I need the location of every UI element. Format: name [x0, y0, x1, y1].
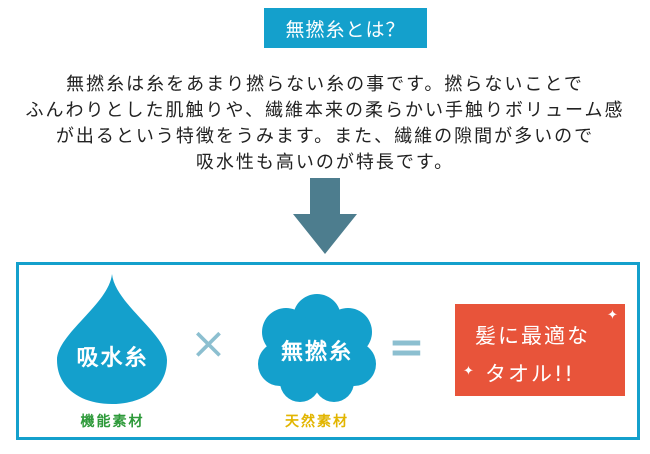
description-line-3: が出るという特徴をうみます。また、繊維の隙間が多いので [55, 126, 595, 147]
description-line-2: ふんわりとした肌触りや、繊維本来の柔らかい手触りボリューム感 [25, 100, 625, 121]
water-drop-icon [57, 274, 167, 404]
natural-material-label: 天然素材 [285, 414, 349, 430]
result-line-2: タオル!! [485, 362, 575, 386]
functional-material-label: 機能素材 [80, 414, 145, 430]
down-arrow-icon [293, 178, 357, 254]
cloud-icon [258, 294, 376, 402]
untwisted-yarn-text: 無撚糸 [280, 340, 353, 365]
absorbent-yarn-text: 吸水糸 [76, 346, 149, 371]
sparkle-icon: ✦ [607, 308, 620, 323]
description-line-1: 無撚糸は糸をあまり撚らない糸の事です。撚らないことで [66, 74, 584, 95]
formula-frame [16, 262, 640, 440]
equals-operator: = [388, 322, 425, 373]
sparkle-icon: ✦ [463, 364, 476, 379]
section-title: 無撚糸とは？ [264, 8, 427, 48]
times-operator: × [190, 318, 227, 369]
description-line-4: 吸水性も高いのが特長です。 [195, 152, 455, 173]
result-box: 髪に最適な タオル!! ✦ ✦ [455, 304, 625, 396]
result-line-1: 髪に最適な [475, 324, 590, 348]
